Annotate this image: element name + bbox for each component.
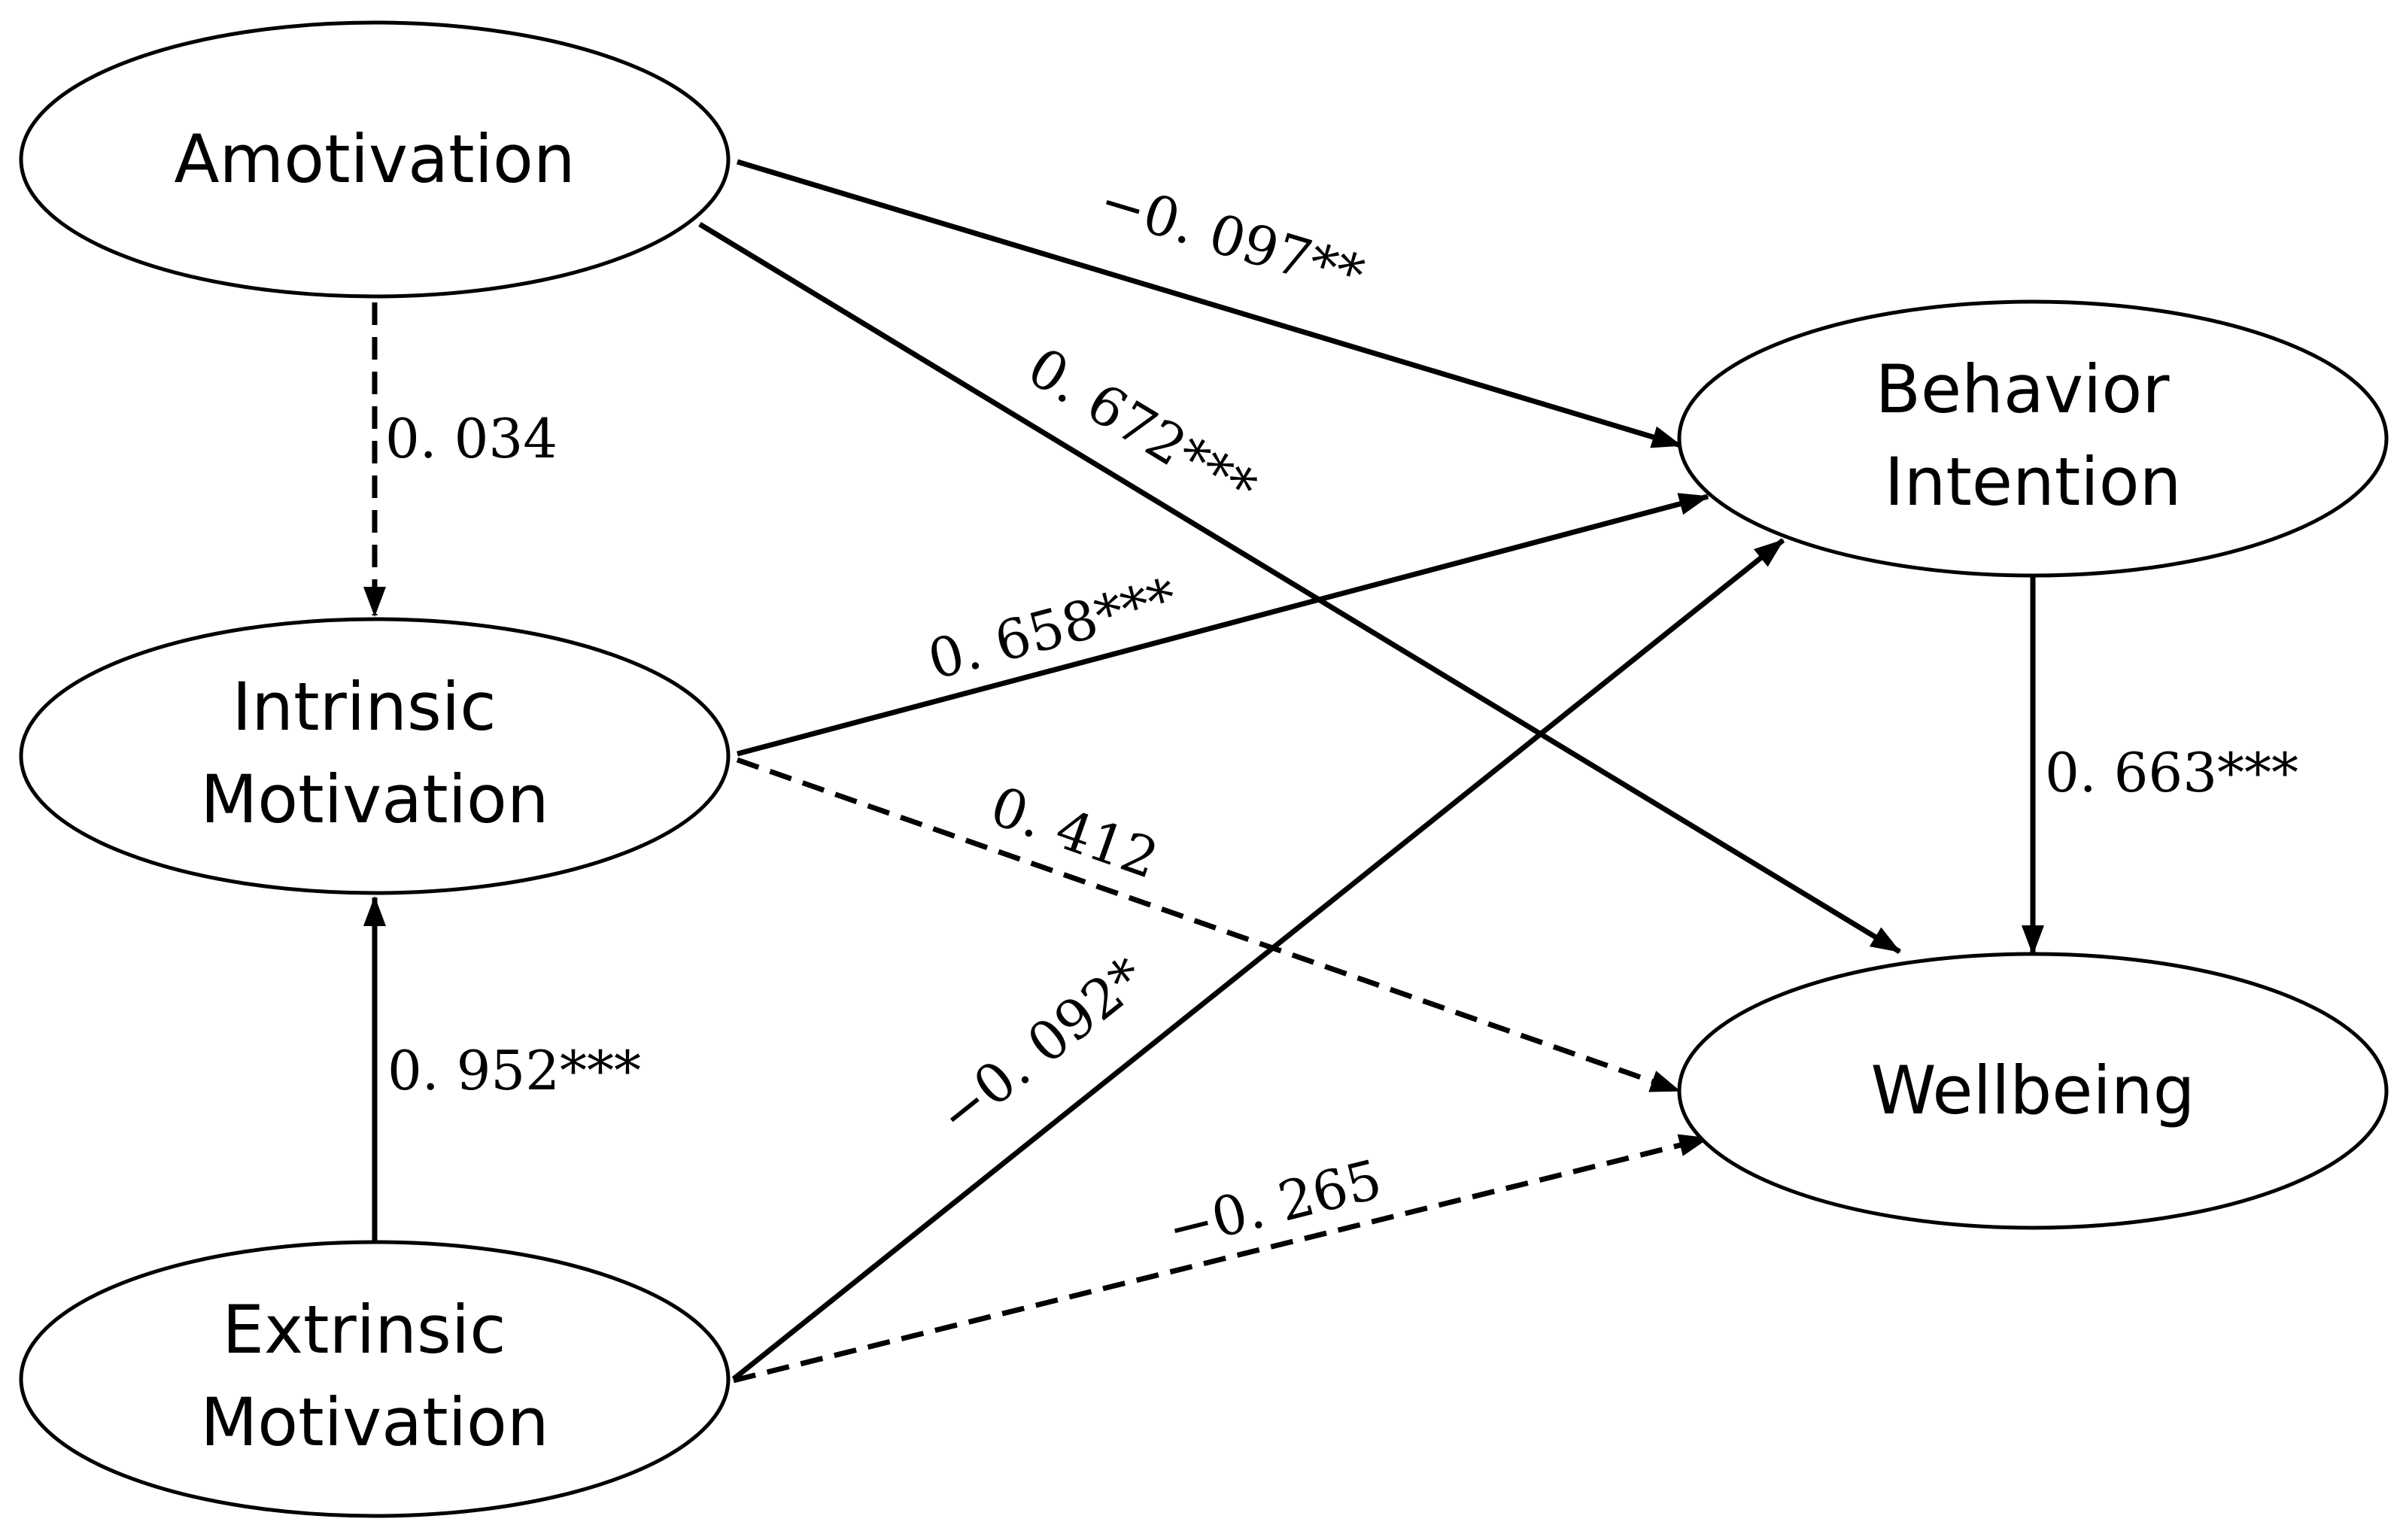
nodes: Amotivation Intrinsic Motivation Extrins… xyxy=(19,20,2389,1518)
svg-text:Amotivation: Amotivation xyxy=(174,120,575,198)
node-behavior-intention: Behavior Intention xyxy=(1677,299,2389,578)
edge-amotivation-to-behavior xyxy=(736,159,1682,448)
node-intrinsic-motivation-line-2: Motivation xyxy=(200,761,548,838)
svg-text:Intrinsic Motivation: Intrinsic Motivation xyxy=(200,668,548,838)
edge-label-intrinsic-to-wellbeing: 0. 412 xyxy=(983,774,1166,891)
edge-label-behavior-to-wellbeing: 0. 663*** xyxy=(2045,741,2298,804)
node-amotivation: Amotivation xyxy=(19,20,731,299)
node-wellbeing-label: Wellbeing xyxy=(1871,1052,2195,1129)
edge-label-amotivation-to-behavior: −0. 097** xyxy=(1092,169,1371,307)
node-extrinsic-motivation-line-1: Extrinsic xyxy=(222,1291,506,1368)
edge-label-extrinsic-to-intrinsic: 0. 952*** xyxy=(387,1039,641,1102)
node-amotivation-label: Amotivation xyxy=(174,120,575,198)
edge-extrinsic-to-wellbeing xyxy=(733,1134,1709,1384)
node-extrinsic-motivation: Extrinsic Motivation xyxy=(19,1240,731,1518)
node-behavior-intention-line-2: Intention xyxy=(1885,443,2182,521)
node-behavior-intention-line-1: Behavior xyxy=(1876,351,2171,428)
node-intrinsic-motivation-line-1: Intrinsic xyxy=(232,668,496,746)
edge-intrinsic-to-behavior xyxy=(737,493,1709,757)
edge-amotivation-to-wellbeing xyxy=(698,222,1901,954)
svg-text:Behavior Intention: Behavior Intention xyxy=(1876,351,2191,521)
node-wellbeing: Wellbeing xyxy=(1677,952,2389,1230)
node-extrinsic-motivation-line-2: Motivation xyxy=(200,1384,548,1461)
svg-text:Extrinsic Motivation: Extrinsic Motivation xyxy=(200,1291,548,1461)
edge-label-extrinsic-to-behavior: −0. 092* xyxy=(926,945,1157,1147)
edge-label-amotivation-to-intrinsic: 0. 034 xyxy=(385,407,557,470)
edge-extrinsic-to-behavior xyxy=(731,538,1785,1381)
node-intrinsic-motivation: Intrinsic Motivation xyxy=(19,617,731,895)
svg-text:Wellbeing: Wellbeing xyxy=(1871,1052,2195,1129)
edge-intrinsic-to-wellbeing xyxy=(736,757,1681,1094)
edges xyxy=(363,159,2044,1384)
